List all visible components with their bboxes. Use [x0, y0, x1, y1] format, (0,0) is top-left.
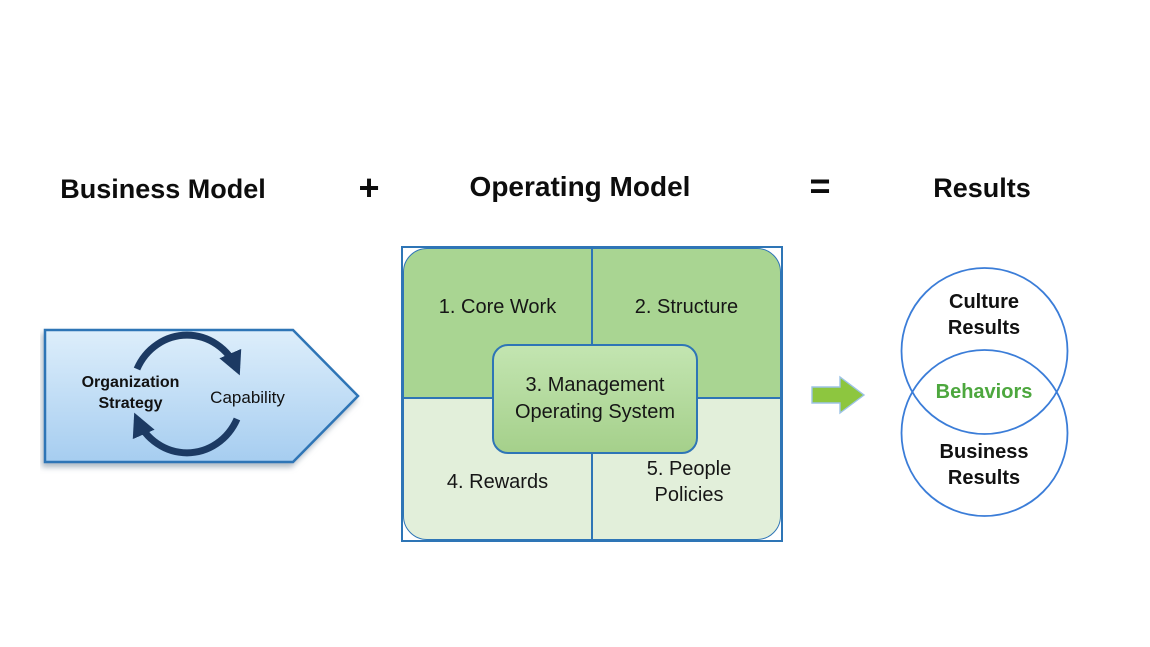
business-model-heading: Business Model — [60, 174, 266, 204]
venn-diagram — [900, 267, 1069, 517]
structure-label: 2. Structure — [634, 296, 739, 318]
culture-circle — [900, 267, 1069, 435]
behaviors-label: Behaviors — [935, 381, 1033, 403]
culture-results-label: Culture Results — [947, 291, 1021, 339]
strategy-arrow-outline — [43, 328, 360, 464]
people-policies-label: 5. People Policies — [646, 458, 732, 506]
management-operating-system-box: 3. Management Operating System — [492, 344, 698, 454]
equals-operator: = — [809, 165, 831, 206]
core-work-label: 1. Core Work — [438, 296, 557, 318]
business-results-label: Business Results — [939, 441, 1029, 489]
flow-arrow-icon — [811, 375, 866, 415]
business-circle — [900, 349, 1069, 517]
operating-model-grid: 1. Core Work 2. Structure 4. Rewards 5. … — [401, 246, 783, 542]
management-operating-system-label: 3. Management Operating System — [514, 374, 676, 423]
capability-label: Capability — [210, 388, 285, 407]
rewards-label: 4. Rewards — [446, 471, 549, 493]
results-heading: Results — [933, 173, 1031, 203]
operating-model-heading: Operating Model — [469, 171, 691, 202]
strategy-arrow-shape — [43, 328, 360, 464]
plus-operator: + — [358, 167, 380, 208]
cycle-arrows-icon — [132, 331, 242, 457]
organization-strategy-label: Organization Strategy — [81, 374, 180, 412]
